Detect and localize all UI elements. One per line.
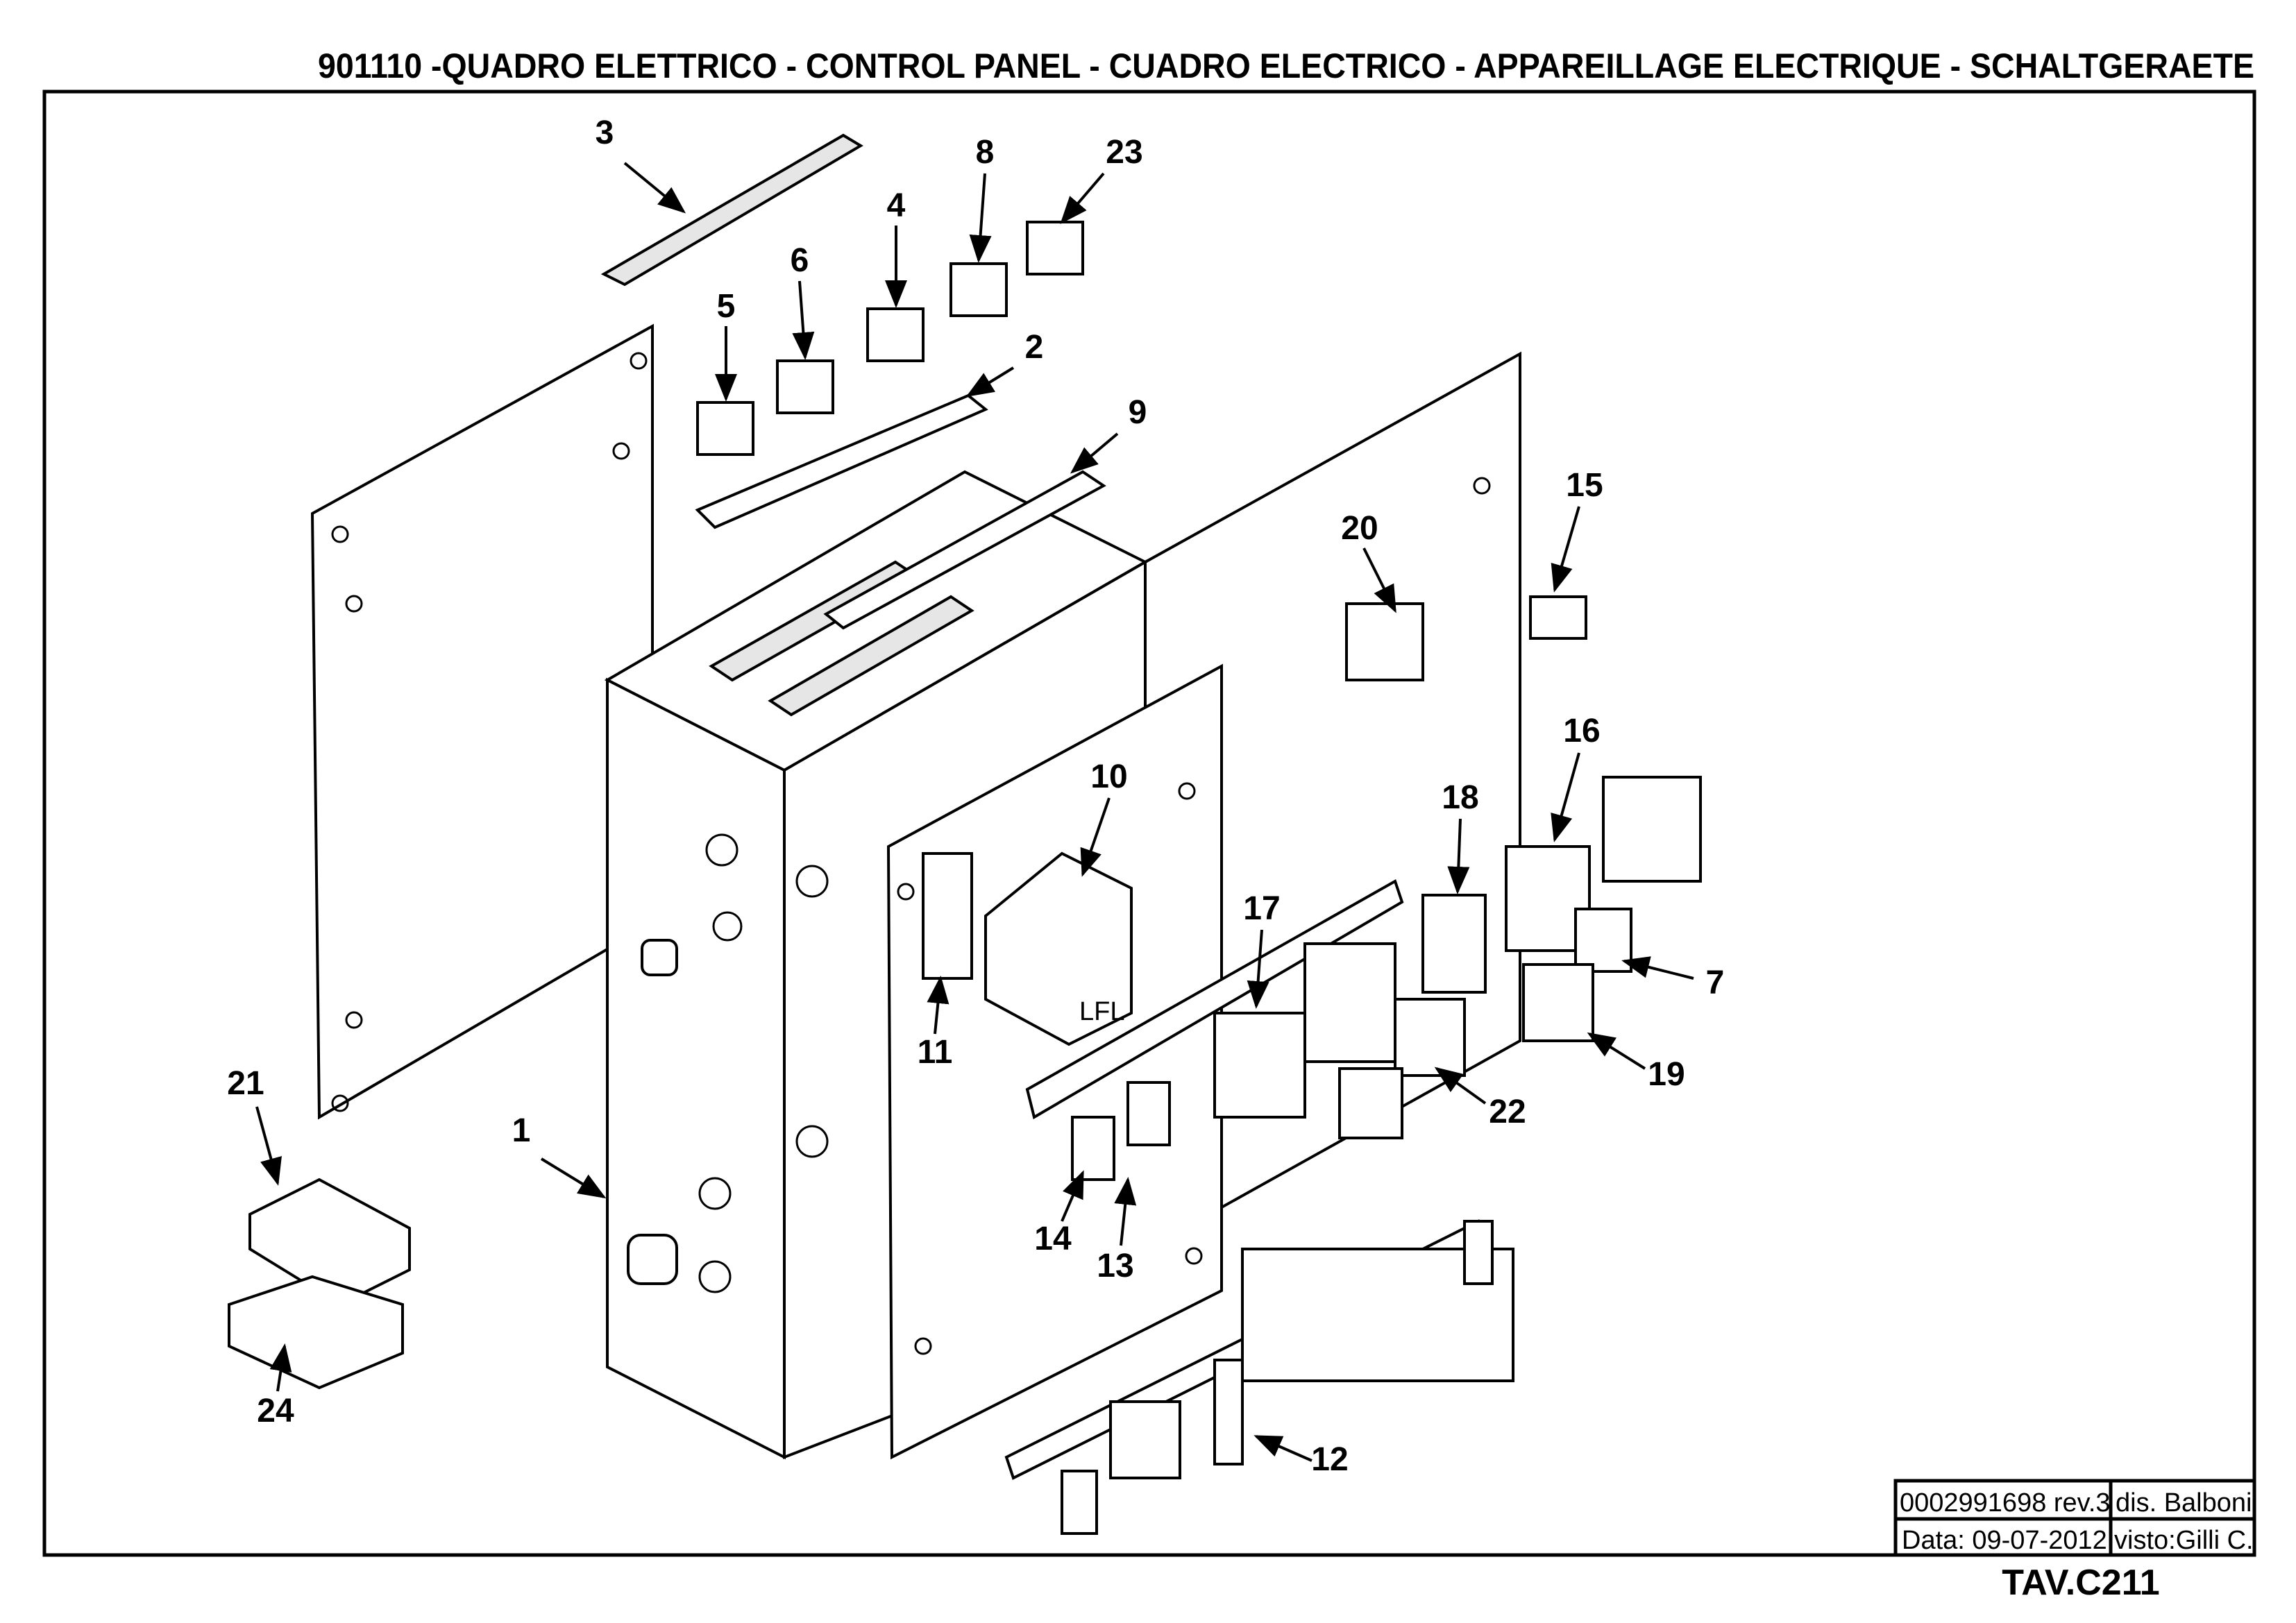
callout-label-20: 20 (1341, 510, 1378, 547)
label-strip (600, 133, 863, 287)
callout-arrow-20 (1362, 547, 1396, 613)
callout-label-18: 18 (1442, 779, 1478, 816)
callout-arrow-19 (1587, 1032, 1646, 1070)
callout-label-15: 15 (1566, 467, 1603, 504)
callout-label-23: 23 (1106, 134, 1142, 171)
callout-arrow-13 (1114, 1177, 1137, 1246)
callout-label-19: 19 (1648, 1056, 1685, 1093)
callout-arrow-10 (1080, 797, 1111, 877)
title-block: 0002991698 rev.3 dis. Balboni Data: 09-0… (1893, 1479, 2256, 1557)
callout-arrow-6 (792, 280, 815, 360)
switch-frame (823, 470, 1106, 630)
switch-bracket (695, 393, 988, 529)
callout-arrow-9 (1070, 432, 1119, 474)
side-panel-left (310, 323, 654, 1120)
checked-by: visto:Gilli C. (2114, 1526, 2254, 1555)
callout-arrow-8 (969, 173, 992, 263)
callout-label-14: 14 (1034, 1221, 1072, 1257)
callout-arrow-11 (927, 976, 949, 1035)
callout-label-3: 3 (596, 114, 614, 151)
callout-arrow-21 (255, 1106, 282, 1186)
callout-arrow-2 (965, 366, 1015, 398)
callout-label-16: 16 (1563, 713, 1600, 749)
callout-label-24: 24 (257, 1393, 294, 1429)
callout-label-9: 9 (1129, 394, 1147, 431)
callout-arrow-7 (1621, 956, 1694, 980)
relay-unit: LFL (984, 851, 1133, 1046)
callout-label-6: 6 (791, 242, 809, 279)
callout-label-12: 12 (1311, 1441, 1348, 1478)
callout-arrow-16 (1551, 752, 1580, 842)
callout-label-11: 11 (918, 1034, 953, 1071)
callout-label-5: 5 (717, 288, 736, 325)
drawing-title: 901110 -QUADRO ELETTRICO - CONTROL PANEL… (318, 46, 2254, 85)
svg-text:LFL: LFL (1079, 997, 1124, 1026)
date: Data: 09-07-2012 (1902, 1526, 2107, 1555)
callout-arrow-17 (1247, 929, 1269, 1009)
cable-cover (248, 1178, 411, 1307)
callout-label-8: 8 (976, 134, 995, 171)
callout-label-1: 1 (512, 1112, 531, 1149)
terminal-block (922, 852, 973, 980)
drawn-by: dis. Balboni (2116, 1488, 2252, 1518)
connector-strip (228, 1275, 404, 1390)
drawing-frame (42, 90, 2256, 1557)
callout-arrow-22 (1434, 1067, 1487, 1105)
callout-arrow-3 (623, 162, 686, 214)
callout-label-10: 10 (1090, 758, 1127, 795)
callout-label-2: 2 (1025, 329, 1044, 366)
callout-arrow-23 (1060, 172, 1105, 225)
callout-label-4: 4 (887, 187, 906, 224)
callout-arrow-24 (269, 1343, 292, 1392)
callout-arrow-12 (1253, 1435, 1312, 1462)
callout-label-22: 22 (1489, 1094, 1526, 1130)
doc-number: 0002991698 rev.3 (1900, 1488, 2111, 1518)
callout-arrow-15 (1551, 506, 1580, 593)
callout-arrow-18 (1447, 818, 1470, 894)
switches (696, 221, 1084, 456)
callout-label-7: 7 (1706, 965, 1725, 1001)
electrical-components (1061, 595, 1702, 1535)
callout-label-13: 13 (1097, 1248, 1133, 1284)
callout-arrow-14 (1061, 1170, 1084, 1222)
callout-arrow-1 (540, 1157, 607, 1199)
sheet-id: TAV.C211 (2002, 1563, 2159, 1603)
din-rail-upper (1025, 879, 1404, 1120)
callout-label-17: 17 (1243, 890, 1280, 927)
callout-label-21: 21 (227, 1065, 264, 1102)
